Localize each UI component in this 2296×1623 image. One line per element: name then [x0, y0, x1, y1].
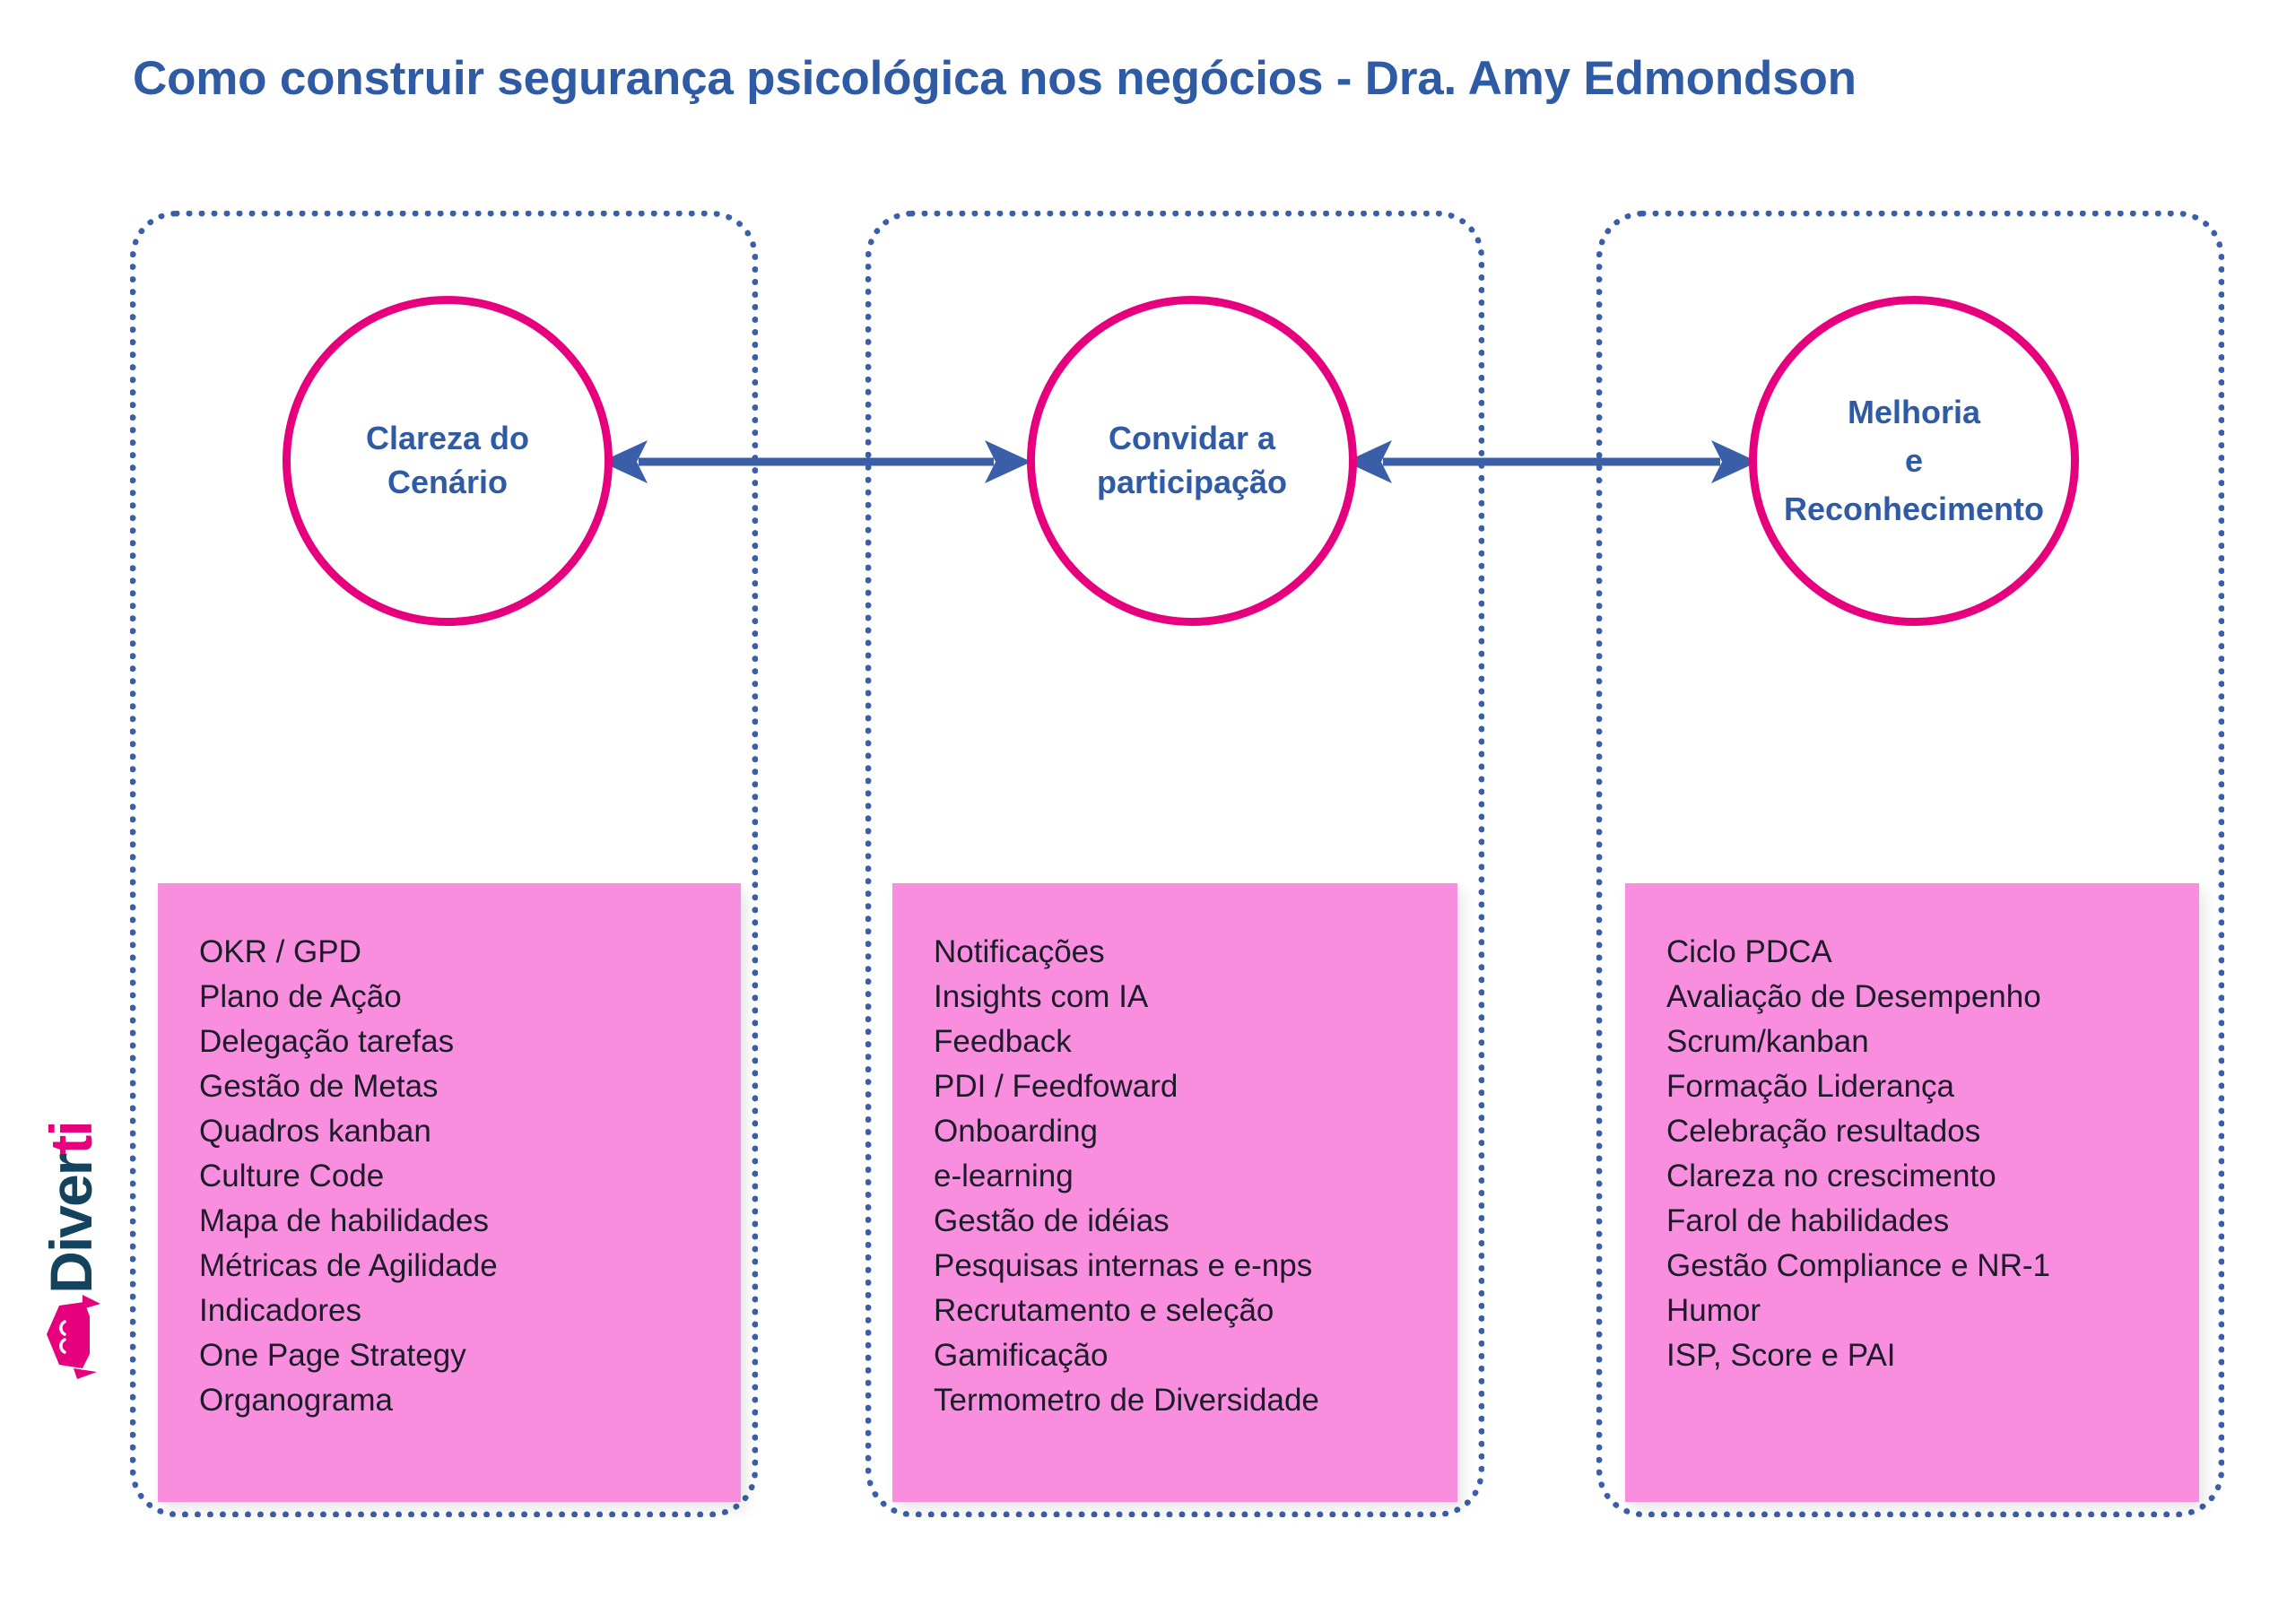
list-item: Métricas de Agilidade — [199, 1248, 498, 1283]
node-circle-melhoria[interactable]: Melhoria e Reconhecimento — [1749, 296, 2079, 626]
list-item: Organograma — [199, 1383, 393, 1418]
list-item: Delegação tarefas — [199, 1024, 455, 1059]
list-item: Notificações — [934, 934, 1105, 969]
list-item: Gestão Compliance e NR-1 — [1666, 1248, 2050, 1283]
list-item: Clareza no crescimento — [1666, 1159, 1996, 1193]
list-item: Mapa de habilidades — [199, 1203, 490, 1238]
list-item: OKR / GPD — [199, 934, 361, 969]
list-item: Formação Liderança — [1666, 1069, 1954, 1104]
list-item: Celebração resultados — [1666, 1114, 1981, 1149]
list-item: PDI / Feedfoward — [934, 1069, 1178, 1104]
list-item: Gamificação — [934, 1338, 1109, 1373]
list-item: One Page Strategy — [199, 1338, 466, 1373]
logo-wordmark-dark: Diver — [38, 1154, 104, 1294]
list-item: Quadros kanban — [199, 1114, 431, 1149]
logo-wordmark-pink: ti — [38, 1122, 104, 1155]
list-item: Onboarding — [934, 1114, 1098, 1149]
list-item: Gestão de idéias — [934, 1203, 1170, 1238]
list-item: Pesquisas internas e e-nps — [934, 1248, 1313, 1283]
list-item: Gestão de Metas — [199, 1069, 439, 1104]
page-title: Como construir segurança psicológica nos… — [133, 52, 1857, 105]
list-item: Scrum/kanban — [1666, 1024, 1869, 1059]
list-item: Termometro de Diversidade — [934, 1383, 1319, 1418]
list-item: ISP, Score e PAI — [1666, 1338, 1896, 1373]
list-item: Insights com IA — [934, 979, 1149, 1014]
node-circle-label: Clareza do Cenário — [365, 420, 530, 500]
list-item: Recrutamento e seleção — [934, 1293, 1274, 1328]
list-item: Humor — [1666, 1293, 1761, 1328]
list-item: Feedback — [934, 1024, 1072, 1059]
list-item: e-learning — [934, 1159, 1074, 1193]
column-card-convidar — [865, 211, 1484, 1517]
node-circle-label: Melhoria e Reconhecimento — [1783, 394, 2045, 527]
arrow-clareza-convidar — [601, 440, 1031, 483]
diverti-logo: Diverti — [23, 1058, 122, 1399]
list-item: Ciclo PDCA — [1666, 934, 1832, 969]
column-card-clareza — [130, 211, 758, 1517]
column-card-melhoria — [1596, 211, 2224, 1517]
node-circle-clareza[interactable]: Clareza do Cenário — [283, 296, 613, 626]
arrow-convidar-melhoria — [1345, 440, 1758, 483]
node-circle-label: Convidar a participação — [1096, 420, 1288, 500]
list-item: Plano de Ação — [199, 979, 402, 1014]
node-circle-convidar[interactable]: Convidar a participação — [1027, 296, 1357, 626]
list-item: Culture Code — [199, 1159, 385, 1193]
list-item: Farol de habilidades — [1666, 1203, 1950, 1238]
bird-mascot-icon — [47, 1295, 100, 1379]
list-item: Avaliação de Desempenho — [1666, 979, 2041, 1014]
list-item: Indicadores — [199, 1293, 361, 1328]
